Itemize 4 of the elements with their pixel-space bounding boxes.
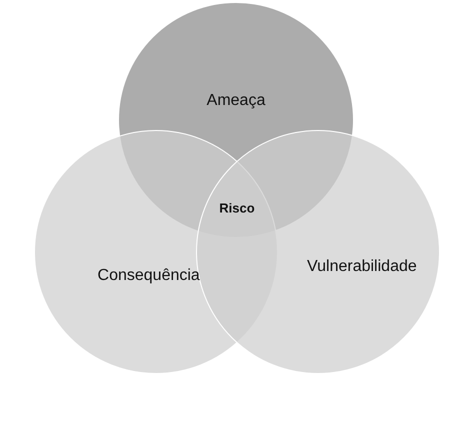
overlap-label: Risco [219,200,255,216]
circle-label: Vulnerabilidade [307,258,417,276]
circle-label: Consequência [98,267,200,286]
circle-label: Ameaça [206,92,266,110]
